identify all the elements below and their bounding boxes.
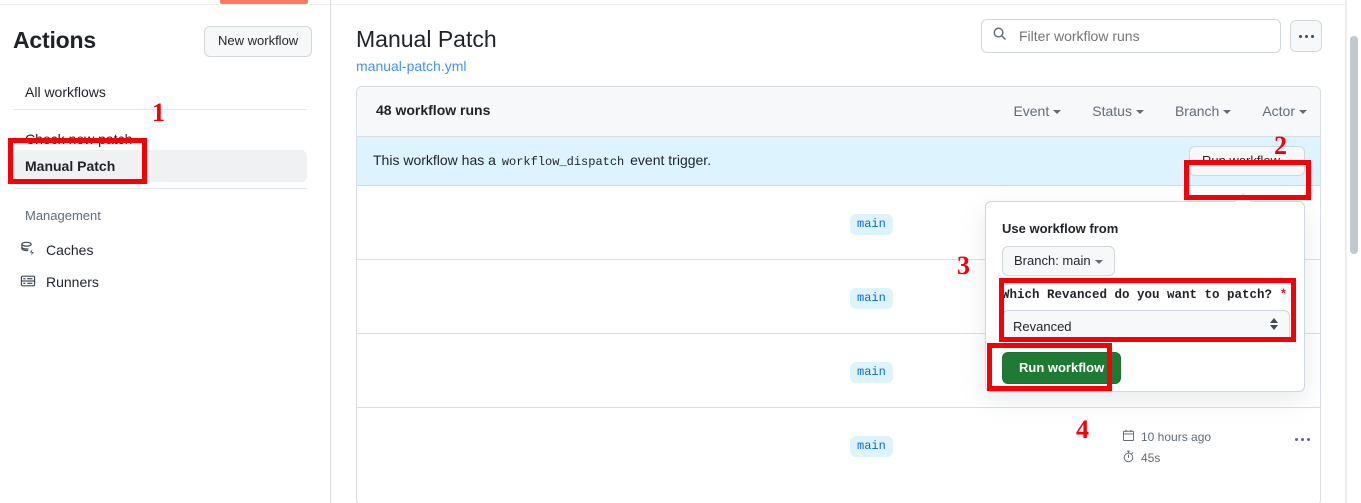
filter-status-dropdown[interactable]: Status (1092, 103, 1144, 119)
actions-sidebar: Actions New workflow All workflows Check… (0, 5, 330, 503)
sidebar-item-runners[interactable]: Runners (20, 268, 180, 296)
sidebar-divider-2 (13, 188, 307, 189)
calendar-icon (1122, 429, 1135, 445)
top-divider (0, 4, 1361, 5)
kebab-dot (1295, 438, 1298, 441)
sidebar-item-all-workflows[interactable]: All workflows (13, 76, 307, 108)
table-row[interactable]: main 10 hours ago (357, 408, 1320, 482)
kebab-dot (1301, 438, 1304, 441)
run-duration: 45s (1122, 447, 1272, 468)
chevron-up-icon (1270, 318, 1278, 323)
workflow-runs-panel: 48 workflow runs Event Status Branch Act… (356, 86, 1321, 503)
dispatch-text-after: event trigger. (630, 152, 712, 168)
filter-label: Event (1013, 103, 1050, 119)
sidebar-item-caches[interactable]: Caches (20, 236, 180, 264)
run-workflow-dropdown-button[interactable]: Run workflow (1188, 146, 1305, 176)
run-meta: 10 hours ago 45s (1122, 426, 1272, 468)
dispatch-text-before: This workflow has a (373, 152, 496, 168)
chevron-down-icon (1094, 259, 1103, 264)
kebab-dot (1298, 34, 1302, 38)
search-input[interactable] (1017, 27, 1257, 45)
workflow-input-label: Which Revanced do you want to patch? * (1002, 288, 1287, 302)
branch-select-button[interactable]: Branch: main (1002, 246, 1115, 276)
search-icon (992, 26, 1007, 46)
row-overflow-menu-button[interactable] (1295, 438, 1310, 441)
workflow-runs-count: 48 workflow runs (376, 102, 491, 118)
required-marker: * (1279, 288, 1288, 302)
run-duration-text: 45s (1141, 450, 1161, 465)
content-right-border (1345, 0, 1346, 503)
filter-actor-dropdown[interactable]: Actor (1262, 103, 1307, 119)
vertical-scrollbar[interactable] (1346, 0, 1361, 503)
workflow-input-select[interactable]: Revanced (1002, 310, 1290, 342)
workflow-input-value: Revanced (1013, 318, 1072, 334)
run-workflow-button-label: Run workflow (1201, 153, 1280, 168)
sidebar-item-label: Runners (46, 274, 99, 290)
chevron-down-icon (1299, 110, 1307, 115)
sidebar-item-manual-patch[interactable]: Manual Patch (8, 150, 307, 182)
sidebar-item-label: Check new patch (25, 131, 133, 147)
filter-label: Branch (1174, 103, 1220, 119)
kebab-dot (1304, 34, 1308, 38)
chevron-down-icon (1223, 110, 1232, 115)
sidebar-title: Actions (13, 27, 96, 53)
main-content: Manual Patch manual-patch.yml 48 workflo… (331, 5, 1341, 503)
branch-badge[interactable]: main (850, 288, 893, 309)
run-workflow-panel: Use workflow from Branch: main Which Rev… (985, 193, 1305, 392)
sidebar-divider-1 (13, 109, 307, 110)
sidebar-management-heading: Management (25, 208, 101, 223)
dispatch-banner-text: This workflow has a workflow_dispatch ev… (373, 152, 711, 169)
filter-label: Actor (1262, 103, 1295, 119)
top-progress-bar (220, 0, 308, 4)
chevron-down-icon (1284, 159, 1292, 164)
filter-event-dropdown[interactable]: Event (1013, 103, 1062, 119)
chevron-down-icon (1135, 110, 1144, 115)
workflow-runs-header: 48 workflow runs Event Status Branch Act… (357, 87, 1320, 137)
new-workflow-button[interactable]: New workflow (204, 26, 313, 57)
sidebar-item-label: Manual Patch (25, 158, 116, 174)
branch-badge[interactable]: main (850, 362, 893, 383)
server-runner-icon (20, 273, 36, 292)
sidebar-item-label: All workflows (25, 84, 106, 100)
sidebar-header: Actions New workflow (13, 25, 313, 59)
branch-badge[interactable]: main (850, 214, 893, 235)
workflow-file-link[interactable]: manual-patch.yml (356, 58, 467, 74)
page-overflow-menu-button[interactable] (1290, 20, 1322, 52)
filter-label: Status (1092, 103, 1132, 119)
run-date: 10 hours ago (1122, 426, 1272, 447)
kebab-dot (1310, 34, 1314, 38)
stopwatch-icon (1122, 450, 1135, 466)
branch-select-label: Branch: main (1014, 253, 1091, 268)
scrollbar-thumb[interactable] (1350, 36, 1358, 254)
run-workflow-submit-button[interactable]: Run workflow (1002, 352, 1122, 384)
sidebar-item-label: Caches (46, 242, 94, 258)
sidebar-vertical-divider (330, 0, 331, 503)
cache-database-icon (20, 241, 36, 260)
branch-badge[interactable]: main (850, 436, 893, 457)
workflow-input-label-text: Which Revanced do you want to patch? (1002, 288, 1273, 302)
chevron-down-icon (1270, 325, 1278, 330)
filter-branch-dropdown[interactable]: Branch (1174, 103, 1232, 119)
select-arrows-icon (1270, 318, 1278, 330)
runs-filter-group: Event Status Branch Actor (1013, 103, 1307, 119)
chevron-down-icon (1053, 110, 1062, 115)
page-title: Manual Patch (356, 26, 497, 52)
use-workflow-from-label: Use workflow from (1002, 221, 1119, 236)
filter-workflow-runs-box[interactable] (981, 19, 1281, 53)
workflow-dispatch-banner: This workflow has a workflow_dispatch ev… (357, 137, 1320, 186)
run-date-text: 10 hours ago (1141, 429, 1212, 444)
dispatch-event-code: workflow_dispatch (501, 155, 625, 169)
kebab-dot (1307, 438, 1310, 441)
